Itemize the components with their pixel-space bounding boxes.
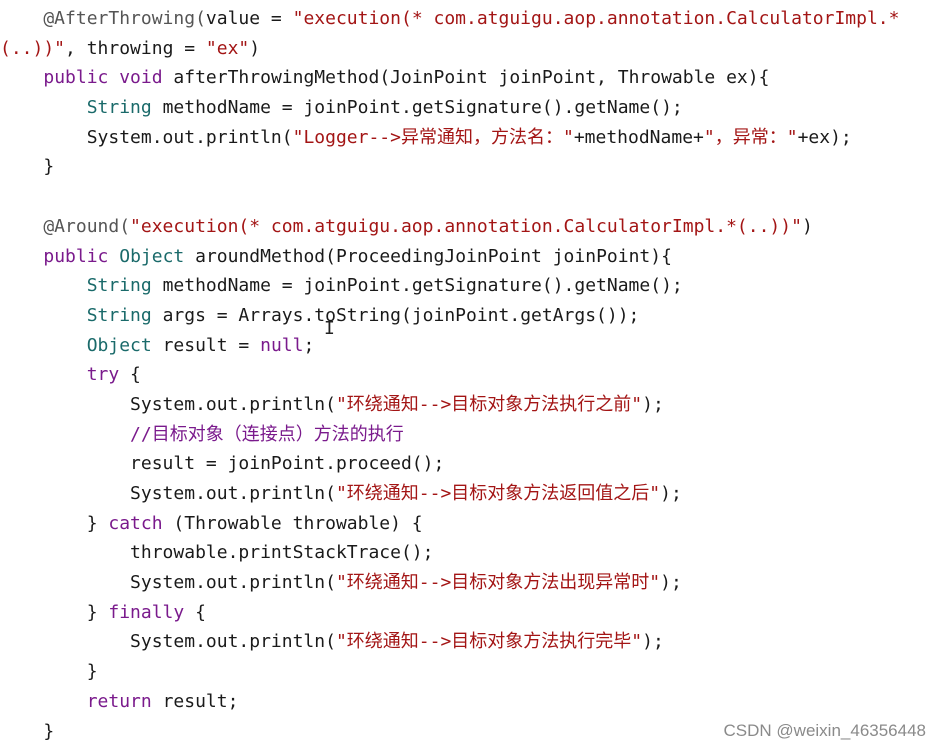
code-line[interactable]: }	[0, 717, 942, 747]
code-token: System.out.println(	[0, 572, 336, 594]
code-token: throwable.printStackTrace();	[0, 542, 434, 564]
code-line[interactable]: throwable.printStackTrace();	[0, 538, 942, 568]
code-token: )	[249, 37, 261, 59]
code-line[interactable]: String methodName = joinPoint.getSignatu…	[0, 93, 942, 123]
code-token: "，异常："	[703, 126, 798, 148]
code-token: String	[86, 97, 152, 119]
code-token: }	[0, 156, 55, 178]
code-line[interactable]	[0, 182, 942, 212]
code-token: {	[119, 364, 141, 386]
code-token: args = Arrays.toString(joinPoint.getArgs…	[151, 304, 640, 326]
code-line[interactable]: //目标对象（连接点）方法的执行	[0, 420, 942, 450]
code-token: result =	[151, 334, 261, 356]
code-line[interactable]: String args = Arrays.toString(joinPoint.…	[0, 301, 942, 331]
code-token: catch	[108, 512, 163, 534]
code-token	[0, 424, 130, 445]
code-token: String	[86, 275, 152, 297]
code-line[interactable]: } catch (Throwable throwable) {	[0, 509, 942, 539]
code-token: "环绕通知-->目标对象方法执行之前"	[335, 393, 643, 415]
code-line[interactable]: System.out.println("Logger-->异常通知，方法名："+…	[0, 123, 942, 153]
code-token: public	[43, 245, 109, 267]
code-editor[interactable]: @AfterThrowing(value = "execution(* com.…	[0, 4, 942, 746]
watermark: CSDN @weixin_46356448	[723, 721, 926, 740]
code-token: "execution(* com.atguigu.aop.annotation.…	[292, 8, 900, 29]
code-token: methodName = joinPoint.getSignature().ge…	[151, 97, 683, 119]
code-token: (..))"	[0, 37, 66, 59]
code-line[interactable]: @Around("execution(* com.atguigu.aop.ann…	[0, 212, 942, 242]
code-token	[0, 246, 43, 267]
code-token: afterThrowingMethod(JoinPoint joinPoint,…	[162, 67, 770, 89]
code-line[interactable]: @AfterThrowing(value = "execution(* com.…	[0, 4, 942, 34]
code-token	[0, 275, 87, 296]
code-token: public void	[43, 67, 163, 89]
code-token: +ex);	[797, 126, 852, 148]
code-line[interactable]: public Object aroundMethod(ProceedingJoi…	[0, 242, 942, 272]
code-token: result = joinPoint.proceed();	[0, 453, 445, 475]
code-line[interactable]: Object result = null;	[0, 331, 942, 361]
code-token: return	[86, 690, 152, 712]
code-token	[0, 67, 43, 88]
code-token: }	[0, 601, 109, 623]
code-token: );	[642, 631, 664, 653]
text-cursor-icon: I	[324, 318, 335, 339]
code-line[interactable]: String methodName = joinPoint.getSignatu…	[0, 271, 942, 301]
code-line[interactable]: } finally {	[0, 598, 942, 628]
code-token: Object	[86, 334, 152, 356]
code-token: "execution(* com.atguigu.aop.annotation.…	[130, 215, 802, 237]
code-token: aroundMethod(ProceedingJoinPoint joinPoi…	[184, 245, 672, 267]
code-token	[108, 246, 119, 267]
code-token: methodName = joinPoint.getSignature().ge…	[151, 275, 683, 297]
code-line[interactable]: result = joinPoint.proceed();	[0, 449, 942, 479]
code-token: System.out.println(	[0, 483, 336, 504]
code-line[interactable]: public void afterThrowingMethod(JoinPoin…	[0, 63, 942, 93]
code-token: , throwing =	[65, 37, 206, 59]
code-token: ;	[303, 334, 315, 356]
code-token	[0, 335, 87, 356]
code-token: );	[660, 483, 682, 504]
code-token: +methodName+	[573, 126, 704, 148]
code-token: }	[0, 512, 109, 534]
code-token: result;	[151, 690, 239, 712]
code-token: {	[184, 601, 206, 623]
code-token	[0, 97, 87, 118]
code-token: =	[260, 8, 293, 29]
code-token: @AfterThrowing(	[0, 8, 206, 29]
code-token: "ex"	[205, 37, 250, 59]
code-token: //目标对象（连接点）方法的执行	[130, 423, 404, 445]
code-line[interactable]: }	[0, 152, 942, 182]
code-token	[0, 364, 87, 385]
code-token: (Throwable throwable) {	[162, 512, 423, 534]
code-token: }	[0, 720, 55, 742]
code-token: System.out.println(	[0, 126, 293, 148]
code-line[interactable]: (..))", throwing = "ex")	[0, 34, 942, 64]
code-line[interactable]: System.out.println("环绕通知-->目标对象方法出现异常时")…	[0, 568, 942, 598]
code-token: "环绕通知-->目标对象方法返回值之后"	[335, 483, 661, 504]
code-token: @Around(	[0, 215, 131, 237]
code-token: "环绕通知-->目标对象方法执行完毕"	[335, 631, 643, 653]
code-token: "Logger-->异常通知，方法名："	[292, 126, 574, 148]
code-token: "环绕通知-->目标对象方法出现异常时"	[335, 572, 661, 594]
code-token: )	[801, 215, 813, 237]
code-line[interactable]: System.out.println("环绕通知-->目标对象方法执行完毕");	[0, 627, 942, 657]
code-token: null	[260, 334, 304, 356]
code-line[interactable]: try {	[0, 360, 942, 390]
code-token: String	[86, 304, 152, 326]
code-line[interactable]: System.out.println("环绕通知-->目标对象方法执行之前");	[0, 390, 942, 420]
code-token: finally	[108, 601, 185, 623]
code-token: try	[86, 364, 120, 386]
code-token: System.out.println(	[0, 631, 336, 653]
code-token: System.out.println(	[0, 393, 336, 415]
code-line[interactable]: return result;	[0, 687, 942, 717]
code-token: }	[0, 661, 98, 683]
code-token: );	[660, 572, 682, 594]
code-token: Object	[119, 245, 185, 267]
code-token	[0, 305, 87, 326]
code-token: value	[205, 8, 261, 29]
code-token: );	[642, 393, 664, 415]
code-token	[0, 691, 87, 712]
code-line[interactable]: }	[0, 657, 942, 687]
code-line[interactable]: System.out.println("环绕通知-->目标对象方法返回值之后")…	[0, 479, 942, 509]
